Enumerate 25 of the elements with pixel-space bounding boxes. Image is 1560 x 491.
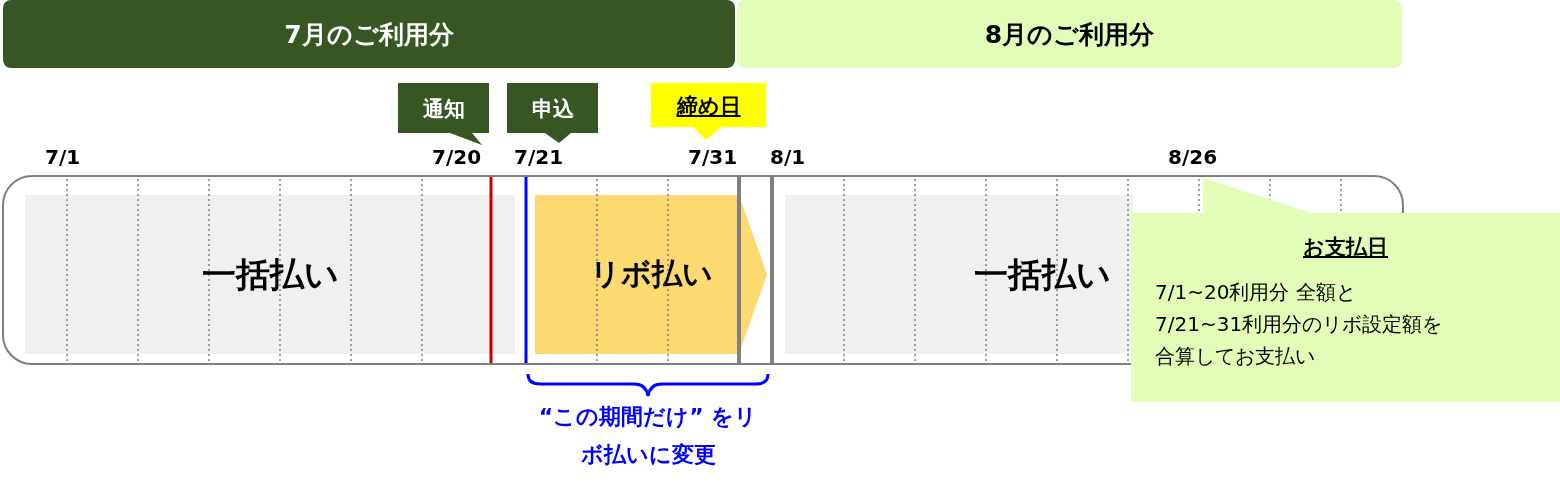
callout-text: 通知 [421, 96, 466, 123]
date-label: 8/1 [770, 145, 806, 169]
band-label: 一括払い [974, 252, 1111, 296]
date-label: 7/20 [432, 145, 482, 169]
callout-text: 申込 [530, 96, 575, 123]
callout-bubble [651, 83, 766, 140]
lump-sum-period-band [785, 195, 1133, 354]
callout-bubble [507, 83, 598, 143]
date-label: 8/26 [1168, 145, 1218, 169]
revolving-period-band [535, 195, 767, 354]
band-label: リボ払い [589, 255, 713, 293]
callout-text: 7/1~20利用分 全額と [1155, 279, 1356, 306]
callout-text: 合算してお支払い [1155, 343, 1315, 370]
callout-text: 締め日 [675, 93, 742, 120]
lump-sum-period-band [25, 195, 515, 354]
callout-text: 7/21~31利用分のリボ設定額を [1155, 311, 1443, 338]
date-label: 7/1 [45, 145, 81, 169]
payment-callout [1131, 178, 1560, 402]
month-header-bar: 7月のご利用分 [3, 0, 735, 68]
date-label: 7/31 [688, 145, 738, 169]
band-label: 一括払い [201, 252, 339, 296]
callout-bubble [398, 83, 489, 145]
date-label: 7/21 [514, 145, 564, 169]
month-header-bar: 8月のご利用分 [737, 0, 1402, 68]
brace-caption: “この期間だけ” をリボ払いに変更 [537, 403, 759, 469]
